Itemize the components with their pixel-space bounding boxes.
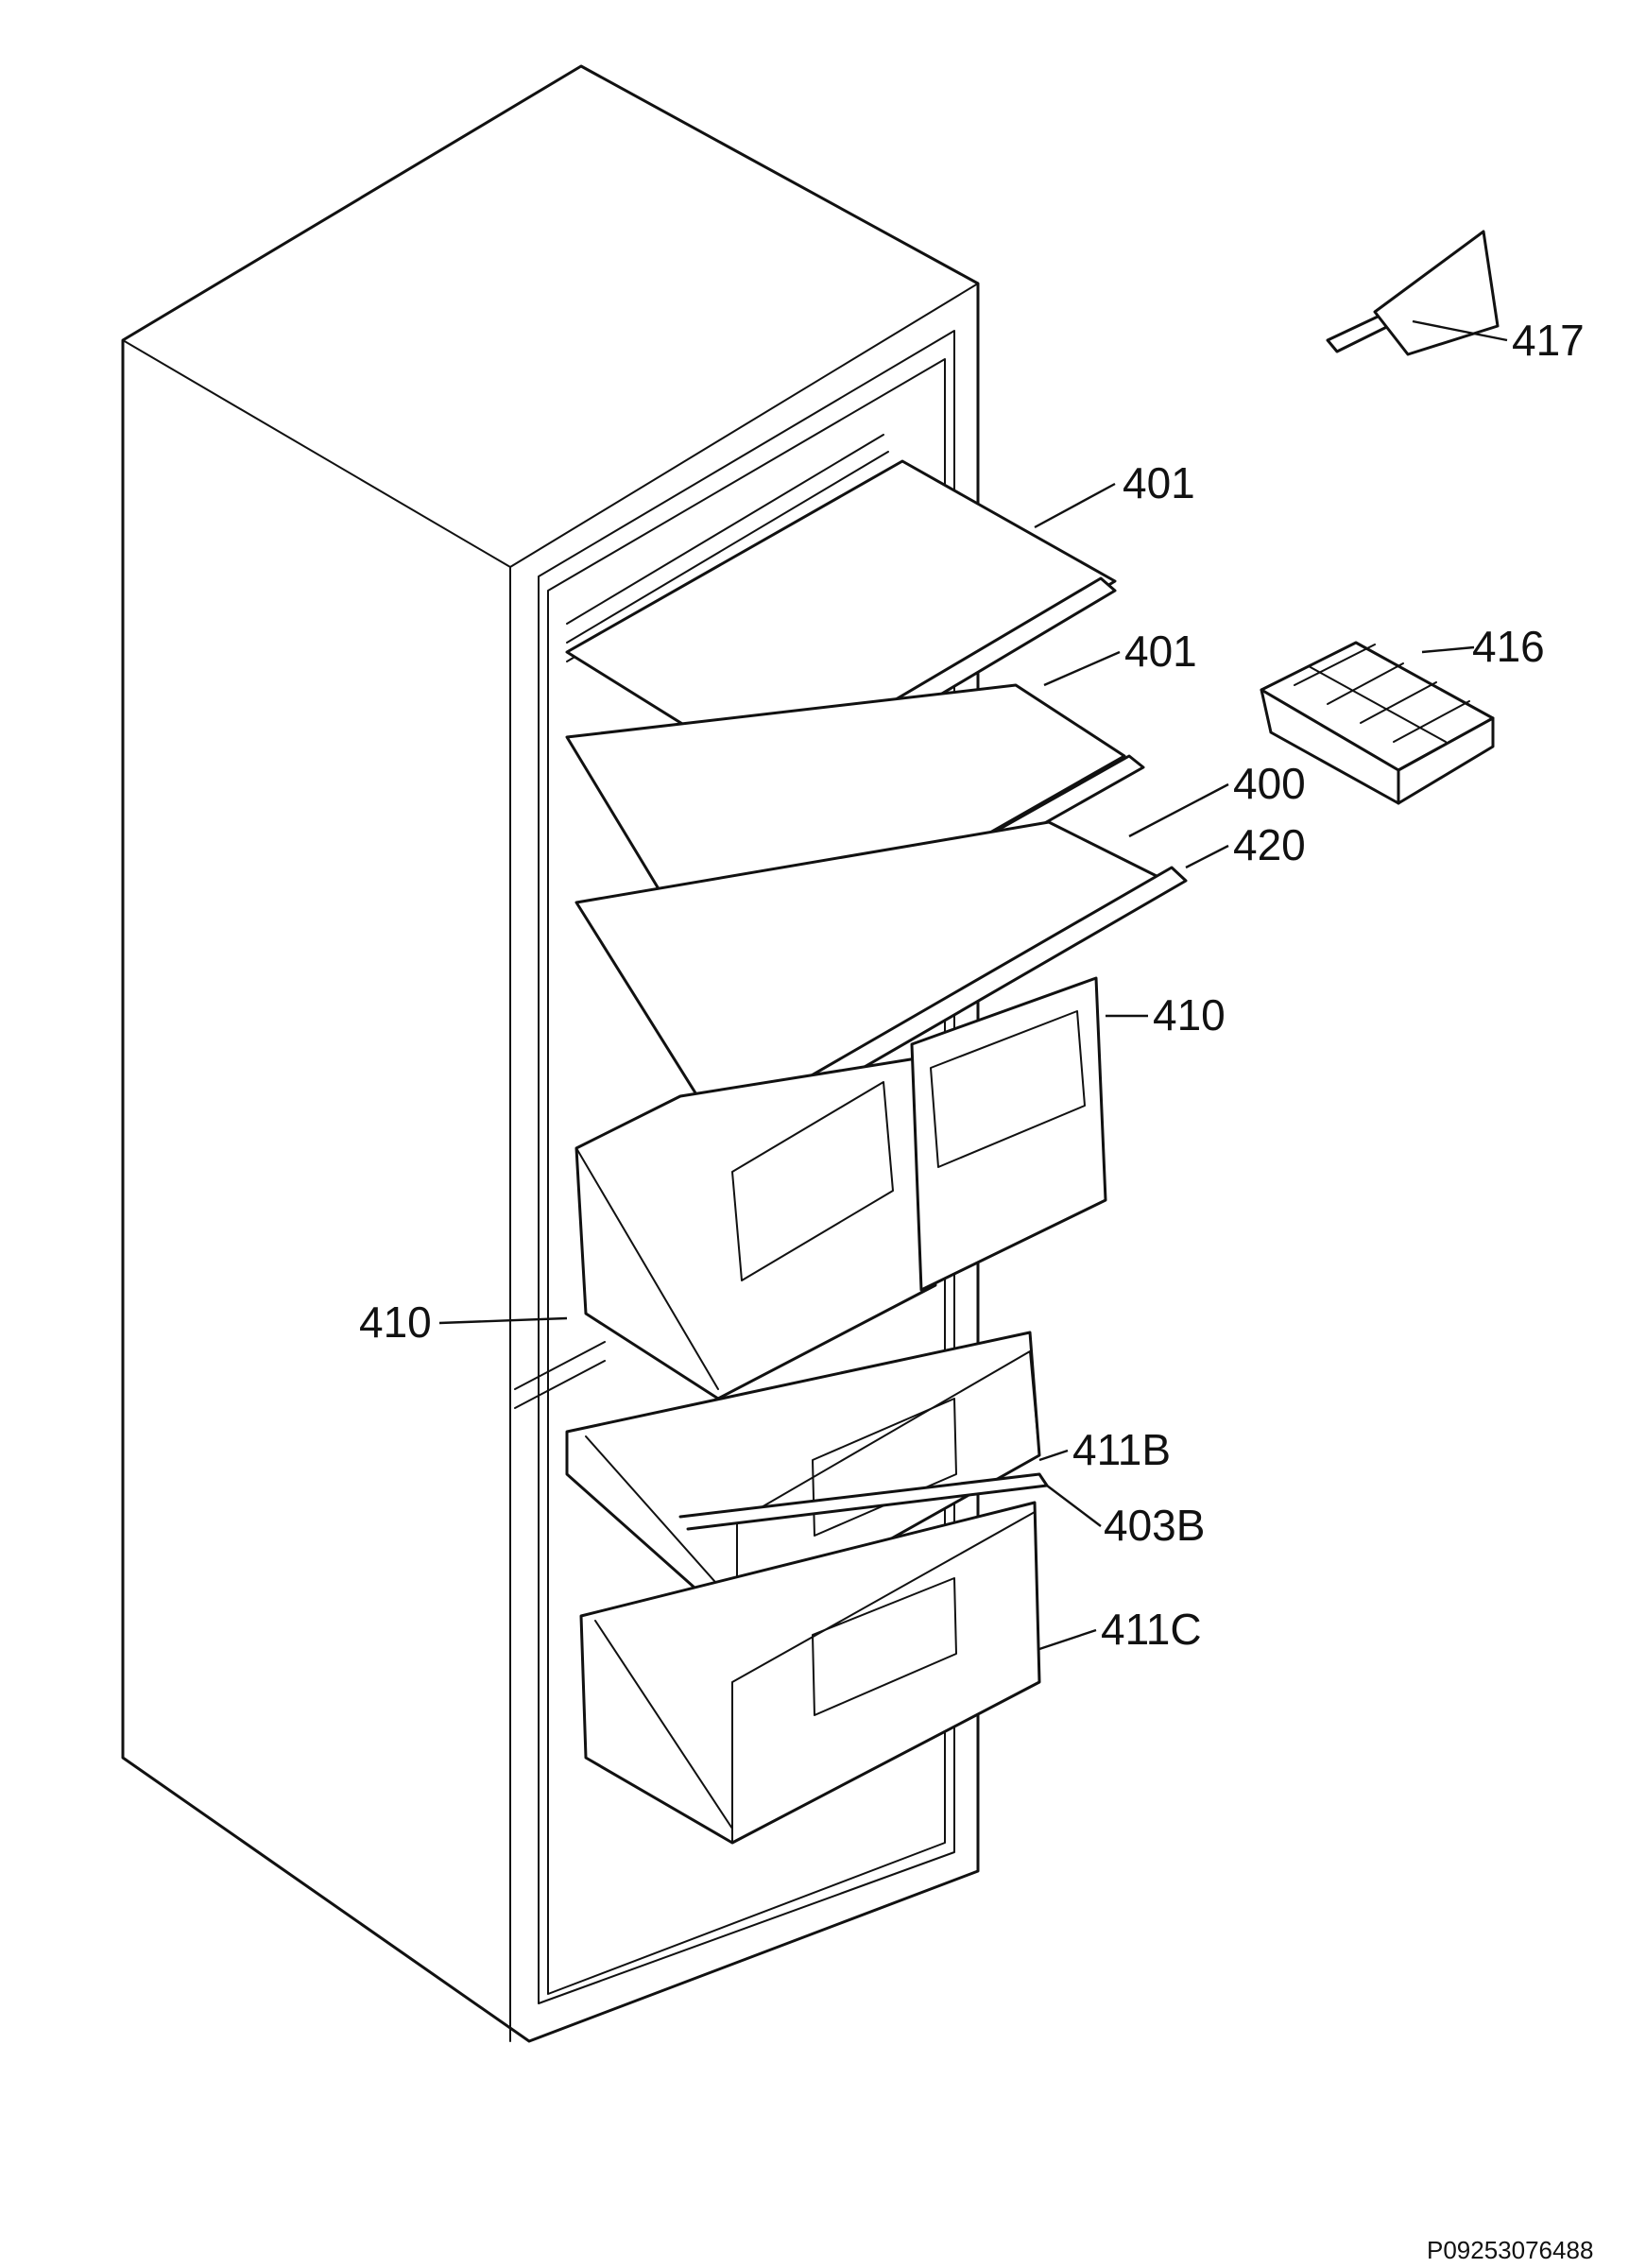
drawer-side-edge [585, 1435, 738, 1607]
callout-403B: 403B [1104, 1501, 1205, 1550]
leader-400 [1128, 782, 1229, 838]
crisper-left-edge [575, 1147, 719, 1390]
tray-grid-2 [1327, 662, 1404, 705]
leader-411C [1038, 1628, 1097, 1651]
crisper-left-window [731, 1081, 894, 1281]
crisper-drawers-410 [574, 976, 1107, 1400]
leader-lines [438, 319, 1508, 1651]
cabinet-liner-outer [538, 330, 955, 2004]
callout-416: 416 [1472, 622, 1545, 671]
freezer-drawer-411B [565, 1331, 1049, 1627]
drawer-front [731, 1511, 1040, 1844]
drawer-handle [812, 1577, 957, 1716]
leader-401a [1034, 482, 1116, 529]
rear-rail-2 [566, 451, 889, 644]
ice-scraper-417 [1326, 230, 1500, 356]
ice-tray-416 [1260, 641, 1495, 805]
callout-410-right: 410 [1153, 990, 1226, 1040]
leader-417 [1412, 319, 1508, 342]
callout-411B: 411B [1072, 1425, 1171, 1474]
cabinet-liner-inner [547, 358, 946, 1995]
callout-417: 417 [1512, 316, 1585, 365]
rear-rail-1 [566, 434, 884, 625]
crisper-drawer-left [574, 1057, 937, 1400]
crisper-right-window [930, 1010, 1086, 1168]
drawer-cover-403B [678, 1472, 1049, 1531]
callout-labels: 417 401 401 416 400 420 410 410 411B 403… [359, 316, 1585, 1654]
drawer-side-edge [594, 1620, 733, 1830]
leader-416 [1421, 645, 1475, 654]
tray-grid-3 [1360, 681, 1437, 724]
callout-401-top: 401 [1123, 458, 1195, 507]
scraper-blade [1373, 230, 1500, 356]
callout-411C: 411C [1101, 1605, 1202, 1654]
freezer-drawer-411C [579, 1501, 1041, 1845]
leader-410b [438, 1316, 568, 1325]
divider-left [514, 1341, 606, 1390]
drawing-code: P09253076488 [1427, 2236, 1593, 2264]
callout-420: 420 [1233, 820, 1306, 869]
callout-410-left: 410 [359, 1297, 432, 1347]
leader-420 [1185, 844, 1229, 869]
tray-side-right [1397, 716, 1495, 805]
divider-left-2 [514, 1360, 606, 1409]
leader-403B [1046, 1485, 1102, 1527]
tray-grid-1 [1294, 644, 1376, 686]
tray-grid-mid [1308, 665, 1447, 743]
leader-401b [1043, 650, 1121, 687]
callout-400: 400 [1233, 759, 1306, 808]
tray-grid-4 [1393, 700, 1470, 743]
callout-401-second: 401 [1124, 627, 1197, 676]
leader-411B [1038, 1449, 1069, 1462]
